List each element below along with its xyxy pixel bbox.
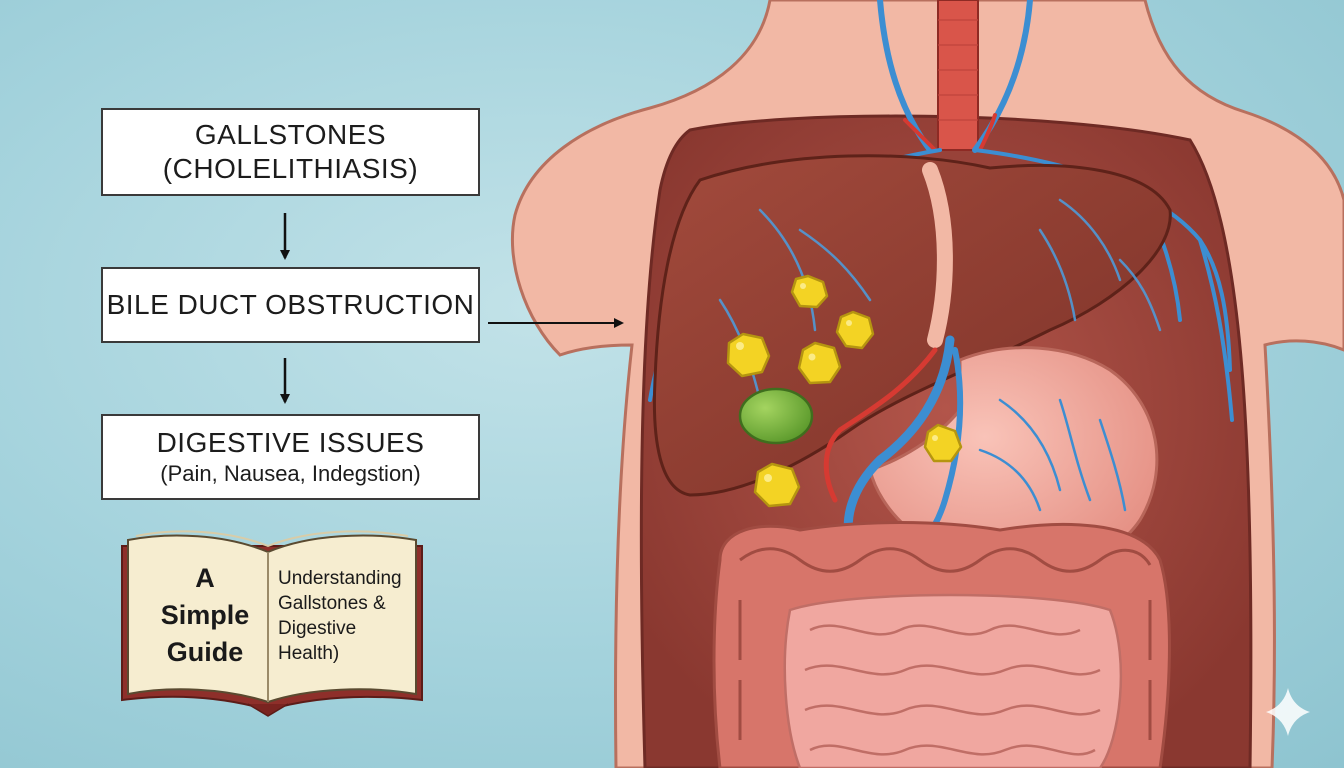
flow-step-gallstones: GALLSTONES (CHOLELITHIASIS) (101, 108, 480, 196)
book-left-page-text: A Simple Guide (160, 563, 250, 667)
gallstone (790, 274, 829, 309)
flow-step-2-title: BILE DUCT OBSTRUCTION (106, 289, 475, 320)
gallstone (726, 332, 771, 378)
gallstone (797, 341, 842, 385)
flow-step-3-title: DIGESTIVE ISSUES (156, 427, 425, 458)
flow-step-3-subtitle: (Pain, Nausea, Indegstion) (160, 461, 421, 486)
liver (652, 154, 1172, 497)
book-right-page-text: Understanding Gallstones & Digestive Hea… (278, 568, 402, 664)
flow-step-1-title: GALLSTONES (194, 119, 387, 150)
body-cavity (639, 114, 1253, 768)
flow-step-1-subtitle: (CHOLELITHIASIS) (162, 153, 419, 184)
stomach (868, 346, 1159, 573)
intestines (712, 521, 1171, 768)
flow-step-digestive-issues: DIGESTIVE ISSUES (Pain, Nausea, Indegsti… (101, 414, 480, 500)
gallstones (726, 274, 963, 508)
gallbladder (738, 387, 814, 445)
torso-skin (510, 0, 1344, 768)
gallstone (753, 462, 801, 508)
trachea (937, 0, 979, 151)
gallstone (923, 423, 963, 463)
flow-step-bile-duct-obstruction: BILE DUCT OBSTRUCTION (101, 267, 480, 343)
gallstone (835, 310, 875, 350)
